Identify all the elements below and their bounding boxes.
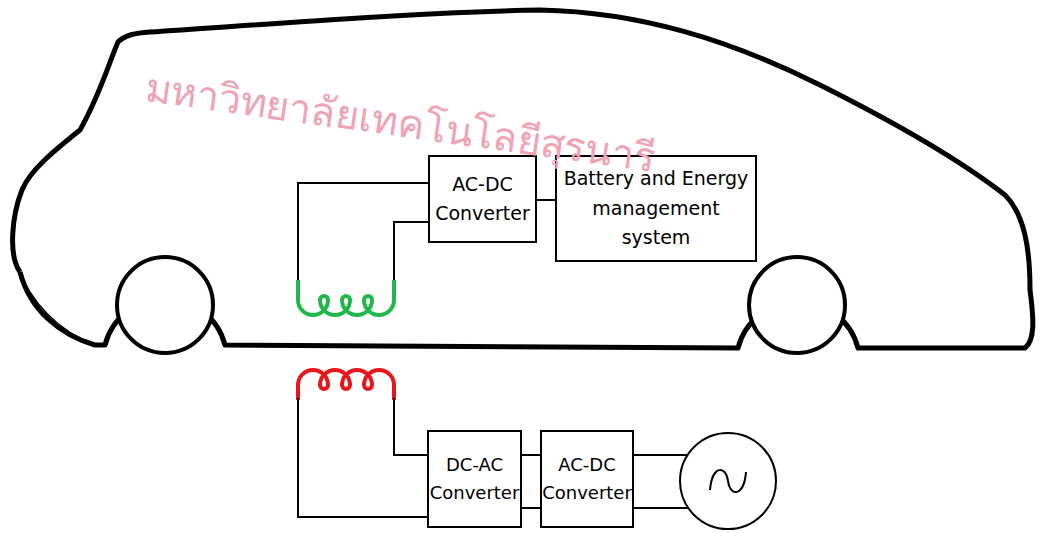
box-label: DC-AC Converter	[430, 451, 520, 507]
connector-wire	[522, 507, 540, 509]
sine-symbol	[710, 470, 746, 492]
transmitter-wire	[298, 398, 427, 517]
box-label: AC-DC Converter	[435, 170, 530, 229]
receiver-wire	[298, 183, 428, 282]
watermark: มหาวิทยาลัยเทคโนโลยีสุรนารี	[141, 55, 659, 190]
front-wheel	[117, 257, 213, 353]
rear-wheel	[749, 257, 845, 353]
converter-box: AC-DC Converter	[540, 430, 634, 528]
bumper-line	[14, 262, 95, 345]
transmitter-coil	[298, 370, 394, 400]
ac-source-symbol	[680, 433, 776, 529]
box-label: AC-DC Converter	[542, 451, 632, 507]
connector-wire	[522, 454, 540, 456]
converter-box: DC-AC Converter	[427, 430, 522, 528]
receiver-coil	[298, 280, 394, 315]
connector-wire	[537, 199, 555, 201]
